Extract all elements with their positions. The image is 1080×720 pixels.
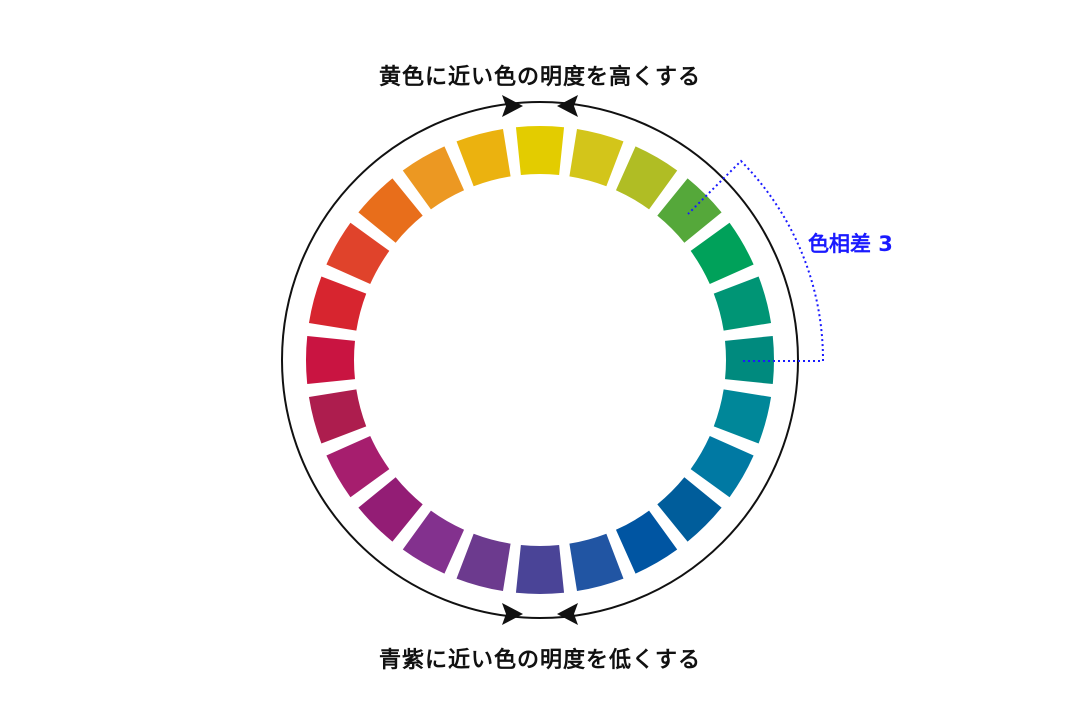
- hue-segment: [690, 435, 754, 498]
- hue-segment: [657, 178, 722, 243]
- bottom-caption: 青紫に近い色の明度を低くする: [378, 648, 701, 673]
- hue-segment: [358, 178, 423, 243]
- hue-segment: [713, 389, 772, 444]
- hue-segment: [456, 128, 511, 187]
- hue-segment: [305, 335, 355, 385]
- hue-segment: [326, 222, 390, 285]
- hue-segment: [569, 533, 624, 592]
- bottom-left-arrowhead: [502, 603, 523, 625]
- hue-segment: [402, 510, 465, 574]
- hue-segment: [308, 389, 367, 444]
- hue-segment: [402, 146, 465, 210]
- hue-segment: [308, 276, 367, 331]
- hue-segment: [569, 128, 624, 187]
- hue-segment: [456, 533, 511, 592]
- hue-segment: [615, 510, 678, 574]
- outer-ring: [281, 101, 799, 619]
- hue-segment: [690, 222, 754, 285]
- hue-segment: [713, 276, 772, 331]
- top-right-arrowhead: [557, 95, 578, 117]
- hue-segment: [515, 126, 565, 175]
- hue-segment: [515, 545, 565, 594]
- hue-segment: [615, 146, 678, 210]
- hue-segment: [326, 435, 390, 498]
- top-caption: 黄色に近い色の明度を高くする: [378, 65, 701, 90]
- hue-difference-bracket: [687, 159, 825, 362]
- hue-difference-label: 色相差 3: [808, 232, 893, 256]
- top-left-arrowhead: [502, 95, 523, 117]
- hue-segment: [657, 477, 722, 542]
- bottom-right-arrowhead: [557, 603, 578, 625]
- hue-segments: [305, 126, 774, 594]
- hue-segment: [358, 477, 423, 542]
